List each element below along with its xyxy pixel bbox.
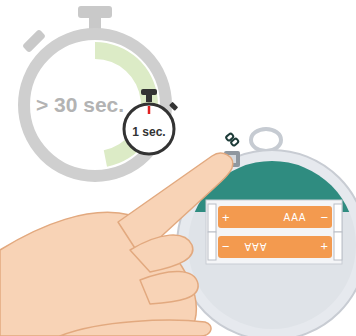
polarity-sign: − (222, 240, 230, 255)
polarity-sign: + (320, 240, 328, 255)
battery-type: AAA (283, 212, 306, 223)
press-watch: 1 sec. (122, 102, 176, 156)
battery-type: AAA (244, 242, 267, 253)
duration-label: 1 sec. (132, 125, 165, 139)
hanging-loop (251, 129, 281, 151)
battery: + AAA − (218, 236, 332, 258)
battery: + AAA − (218, 206, 332, 228)
duration-label: > 30 sec. (36, 93, 124, 117)
device-inner (180, 150, 356, 336)
polarity-sign: + (222, 210, 230, 225)
push-button (224, 151, 240, 167)
polarity-sign: − (320, 210, 328, 225)
link-icon (225, 133, 239, 146)
